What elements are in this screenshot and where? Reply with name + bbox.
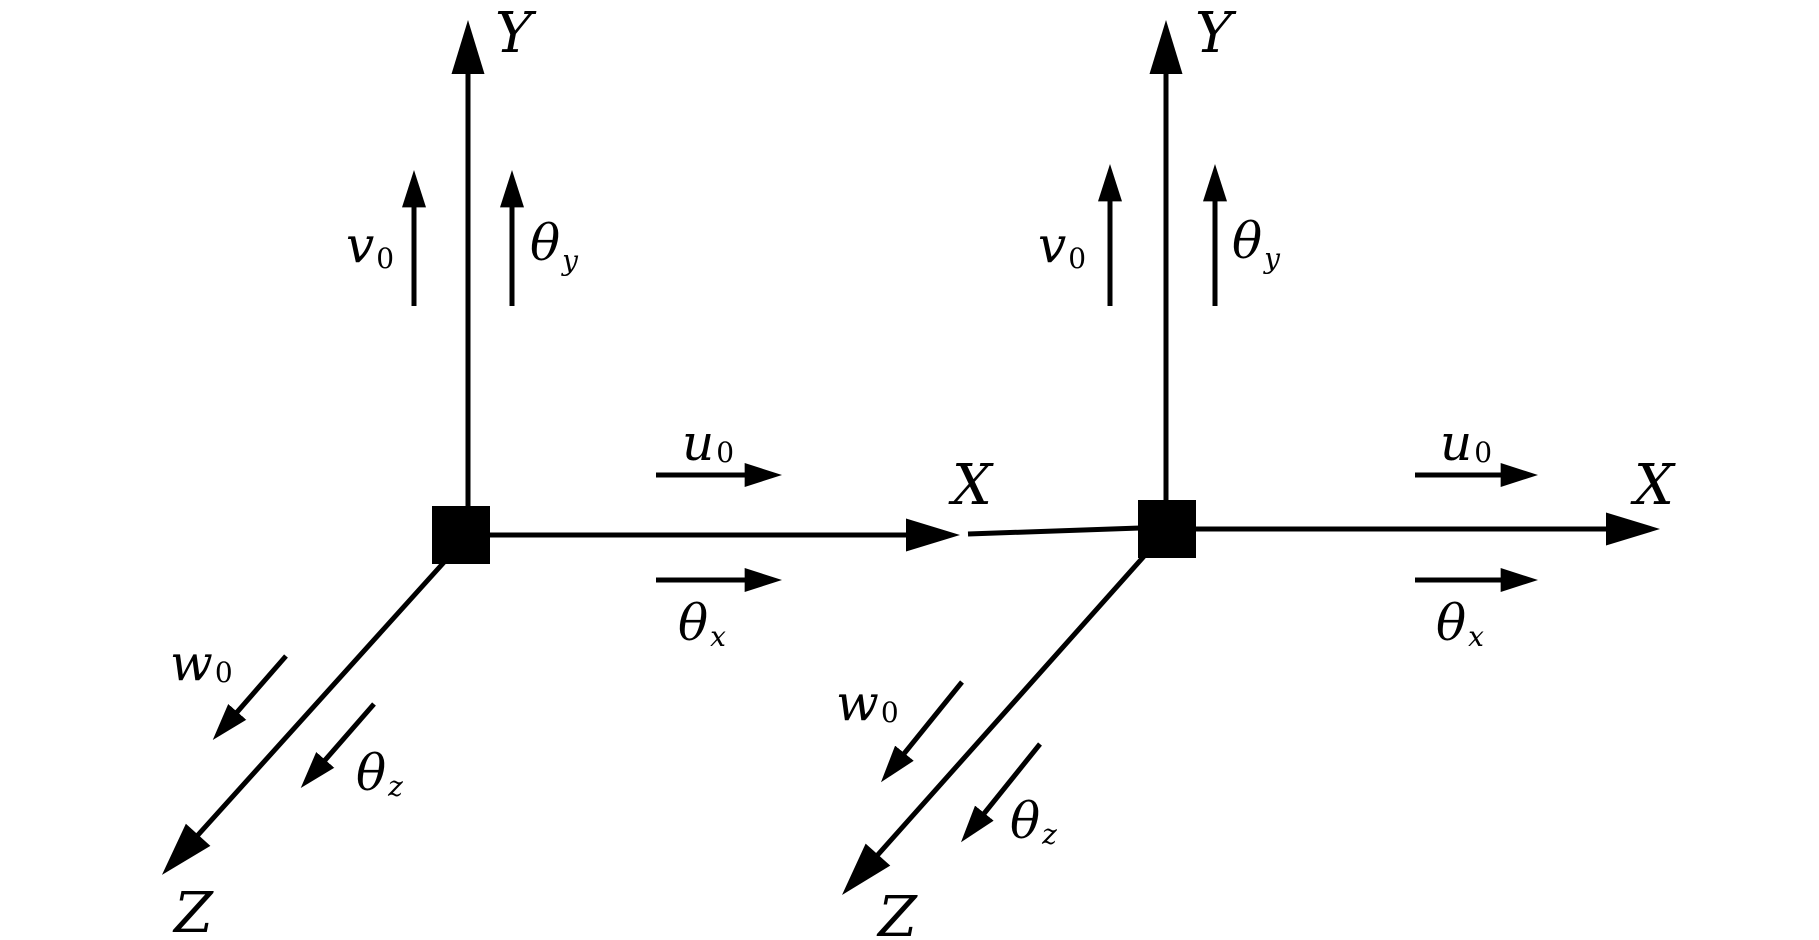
node-1-theta-z-arrow <box>300 702 376 789</box>
node-1-y-axis-label: Y <box>495 1 537 66</box>
node-1-square <box>432 506 490 564</box>
node-1-theta-z-label: θz <box>356 744 403 803</box>
node-1-theta-y-label: θy <box>530 214 579 277</box>
node-1-u0-label: u0 <box>682 414 734 472</box>
node-2-y-axis-label: Y <box>1195 1 1237 66</box>
element-line <box>967 525 1141 537</box>
node-2-z-axis <box>842 552 1148 895</box>
node-2-theta-z-arrow <box>960 742 1042 843</box>
node-2-theta-x-label: θx <box>1436 594 1484 653</box>
node-2-z-axis-label: Z <box>876 885 918 940</box>
node-1-theta-x-label: θx <box>678 594 726 653</box>
node-2-theta-y-label: θy <box>1232 212 1281 275</box>
node-1-z-axis-label: Z <box>172 881 214 940</box>
node-2-theta-z-label: θz <box>1010 792 1057 851</box>
node-2-u0-label: u0 <box>1440 414 1492 472</box>
node-2-x-axis-label: X <box>1630 453 1676 518</box>
node-1: Y X Z v0 θy u0 θx w0 θz <box>161 1 994 940</box>
node-2-w0-label: w0 <box>836 674 899 732</box>
node-1-v0-label: v0 <box>346 216 394 275</box>
node-2: Y X Z v0 θy u0 θx w0 θz <box>836 1 1676 940</box>
node-1-w0-label: w0 <box>170 634 233 692</box>
node-1-w0-arrow <box>212 654 288 741</box>
node-2-w0-arrow <box>880 680 964 783</box>
node-1-z-axis <box>161 558 448 875</box>
node-1-x-axis-label: X <box>948 453 994 518</box>
node-2-square <box>1138 500 1196 558</box>
node-2-v0-label: v0 <box>1038 216 1086 275</box>
